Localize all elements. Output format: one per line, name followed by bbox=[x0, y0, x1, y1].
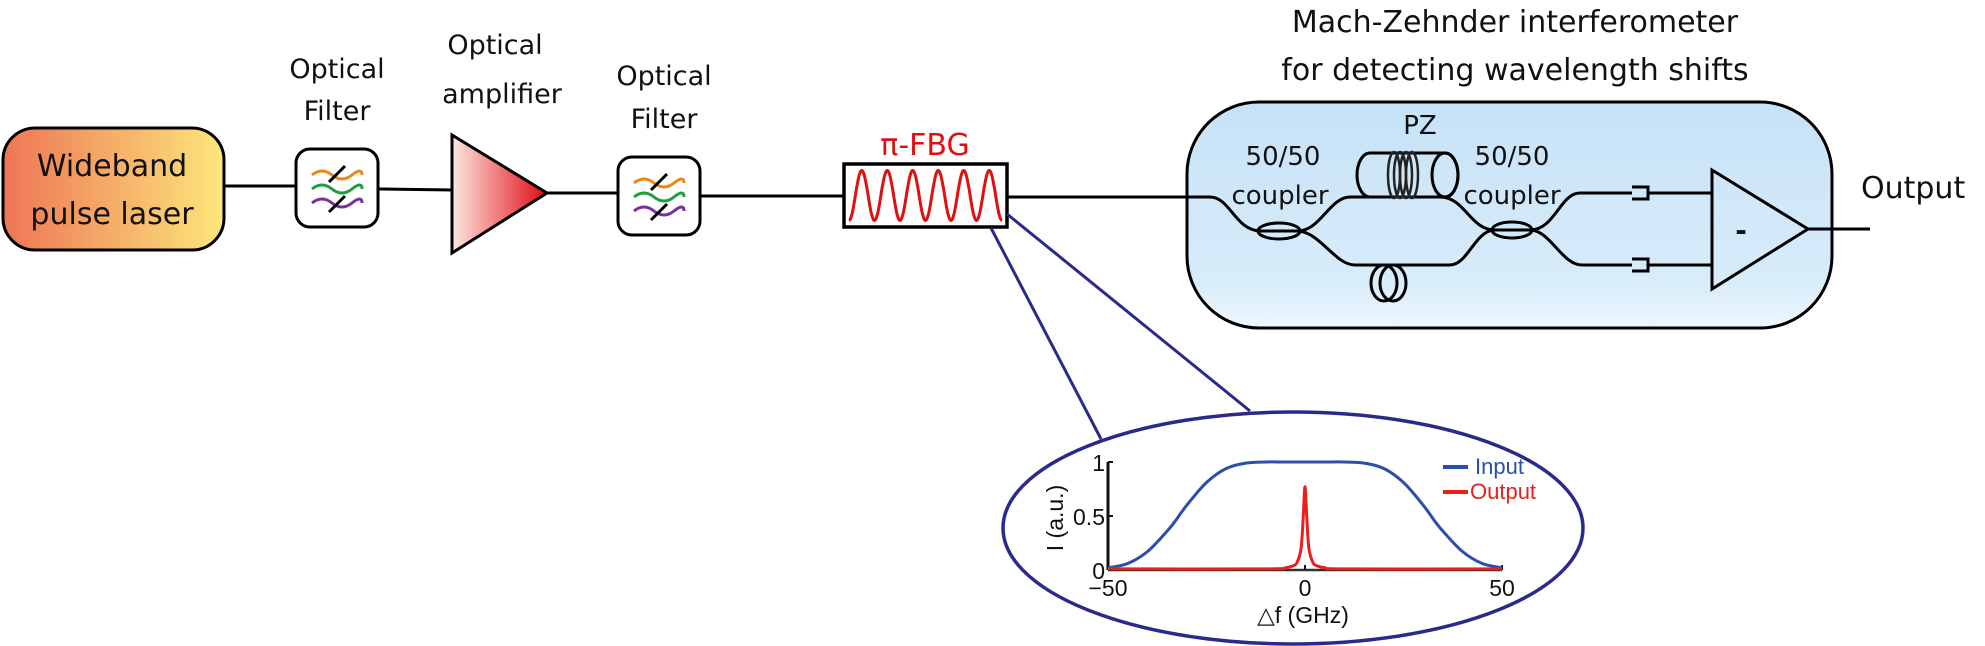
amplifier-triangle-icon bbox=[450, 132, 550, 256]
right-coupler-icon bbox=[1439, 191, 1632, 267]
x-tick-label: 0 bbox=[1299, 575, 1312, 601]
pi-fbg[interactable]: π-FBG bbox=[842, 128, 1009, 229]
mzi-title-line2: for detecting wavelength shifts bbox=[1281, 53, 1748, 88]
series-line-input bbox=[1107, 460, 1503, 570]
mzi-title-line1: Mach-Zehnder interferometer bbox=[1292, 5, 1739, 40]
y-tick-label: 0 bbox=[1092, 558, 1105, 584]
fbg-grating-icon bbox=[848, 168, 1003, 223]
differential-amplifier-icon: - bbox=[1710, 167, 1811, 292]
y-axis-label: I (a.u.) bbox=[1042, 485, 1068, 551]
x-tick-label: 50 bbox=[1489, 575, 1515, 601]
filter2-icon bbox=[616, 155, 702, 237]
left-coupler-label-line1: 50/50 bbox=[1246, 142, 1321, 172]
optical-amplifier[interactable]: Optical amplifier bbox=[442, 30, 563, 256]
legend-label-output: Output bbox=[1470, 479, 1536, 504]
legend-label-input: Input bbox=[1475, 454, 1524, 479]
mzi-box bbox=[1185, 100, 1834, 330]
amplifier-label-line2: amplifier bbox=[442, 79, 563, 110]
filter1-label-line2: Filter bbox=[304, 96, 372, 127]
right-coupler-label-line2: coupler bbox=[1463, 181, 1560, 211]
filter2-label-line2: Filter bbox=[631, 104, 699, 135]
mach-zehnder-interferometer[interactable]: Mach-Zehnder interferometer for detectin… bbox=[1185, 5, 1834, 330]
laser-box bbox=[1, 126, 226, 252]
laser-label-line2: pulse laser bbox=[30, 197, 194, 232]
filter1-icon bbox=[294, 147, 380, 229]
series-line-output bbox=[1107, 485, 1503, 571]
fiber-filter1-to-amplifier bbox=[377, 187, 454, 192]
optical-filter-2[interactable]: Optical Filter bbox=[616, 61, 712, 237]
optical-filter-1[interactable]: Optical Filter bbox=[289, 54, 385, 229]
pz-label: PZ bbox=[1403, 111, 1437, 141]
photodetector-top-icon bbox=[1632, 185, 1712, 201]
y-tick-label: 1 bbox=[1092, 450, 1105, 476]
output-label: Output bbox=[1861, 171, 1965, 206]
amplifier-label-line1: Optical bbox=[447, 30, 542, 61]
zoom-line-left bbox=[989, 227, 1103, 440]
right-coupler-label-line1: 50/50 bbox=[1475, 142, 1550, 172]
zoom-line-right bbox=[1006, 212, 1251, 413]
left-coupler-label-line2: coupler bbox=[1231, 181, 1328, 211]
fbg-label: π-FBG bbox=[880, 128, 969, 163]
x-tick-label: −50 bbox=[1088, 575, 1127, 601]
laser-label-line1: Wideband bbox=[37, 149, 187, 184]
inset-ellipse bbox=[1001, 410, 1585, 646]
diff-amp-sign: - bbox=[1735, 214, 1747, 247]
x-axis-label: △f (GHz) bbox=[1257, 602, 1349, 628]
y-tick-label: 0.5 bbox=[1073, 504, 1105, 530]
filter1-label-line1: Optical bbox=[289, 54, 384, 85]
wideband-pulse-laser[interactable]: Wideband pulse laser bbox=[1, 126, 226, 252]
filter2-label-line1: Optical bbox=[616, 61, 711, 92]
fiber-delay-loop-icon bbox=[1369, 263, 1408, 303]
left-coupler-icon bbox=[1187, 195, 1450, 267]
photodetector-bottom-icon bbox=[1632, 257, 1712, 273]
